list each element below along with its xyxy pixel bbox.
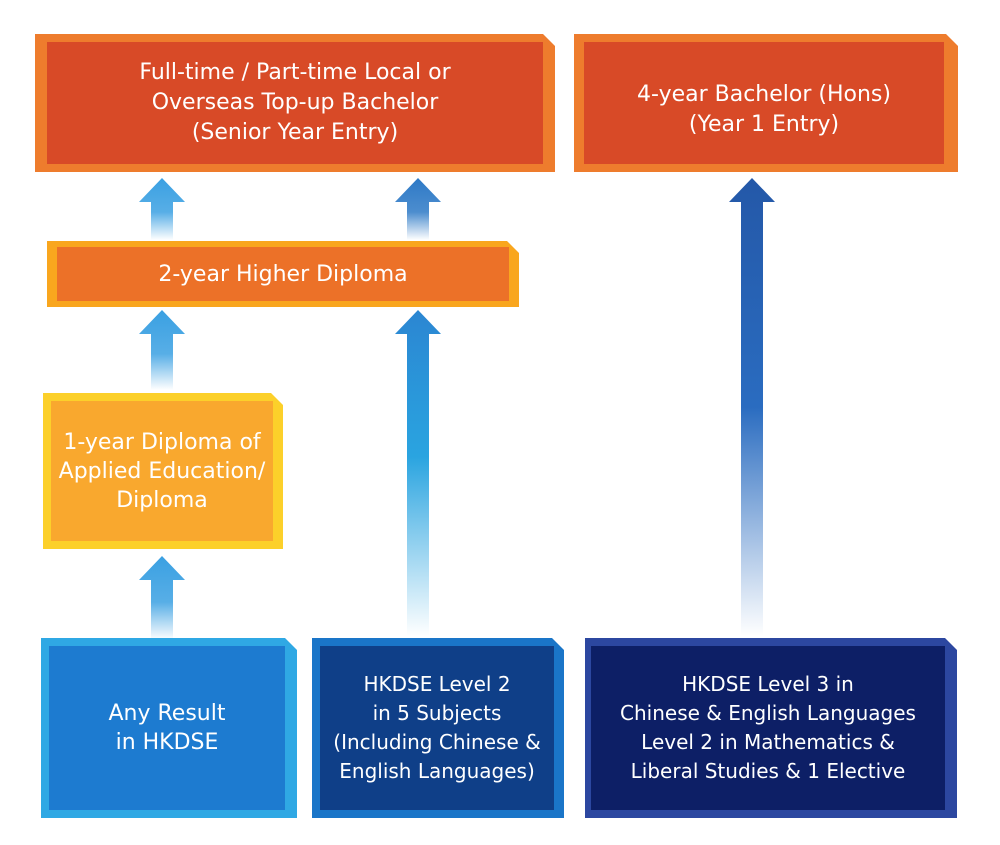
arrow-any-to-diploma bbox=[139, 556, 185, 640]
box-text-line: 2-year Higher Diploma bbox=[158, 261, 408, 287]
box-text-line: Chinese & English Languages bbox=[620, 701, 916, 725]
arrow-higher-diploma-to-top-up-left bbox=[139, 178, 185, 240]
box-any-result: Any Result in HKDSE bbox=[41, 638, 297, 818]
box-text-line: Diploma bbox=[116, 487, 208, 513]
box-text-line: Any Result bbox=[108, 701, 226, 726]
box-text-line: 4-year Bachelor (Hons) bbox=[637, 82, 891, 107]
box-text-line: in HKDSE bbox=[115, 730, 219, 755]
box-front-panel: 4-year Bachelor (Hons) (Year 1 Entry) bbox=[584, 42, 944, 164]
box-text-line: Applied Education/ bbox=[58, 458, 266, 484]
box-front-panel: Full-time / Part-time Local or Overseas … bbox=[47, 42, 543, 164]
box-front-panel: Any Result in HKDSE bbox=[49, 646, 285, 810]
box-text-line: Overseas Top-up Bachelor bbox=[151, 90, 439, 115]
box-text-line: Full-time / Part-time Local or bbox=[139, 60, 451, 85]
box-text-line: 1-year Diploma of bbox=[63, 429, 261, 455]
box-front-panel: HKDSE Level 2 in 5 Subjects (Including C… bbox=[320, 646, 554, 810]
box-front-panel: 1-year Diploma of Applied Education/ Dip… bbox=[51, 401, 273, 541]
box-text-line: (Including Chinese & bbox=[333, 730, 541, 754]
box-diploma-applied: 1-year Diploma of Applied Education/ Dip… bbox=[43, 393, 283, 549]
arrow-higher-diploma-to-top-up-right bbox=[395, 178, 441, 240]
arrow-level2-to-higher-diploma bbox=[395, 310, 441, 636]
box-hkdse-level2: HKDSE Level 2 in 5 Subjects (Including C… bbox=[312, 638, 564, 818]
box-text-line: HKDSE Level 3 in bbox=[682, 672, 854, 696]
box-text-line: in 5 Subjects bbox=[372, 701, 502, 725]
box-front-panel: 2-year Higher Diploma bbox=[57, 247, 509, 301]
box-front-panel: HKDSE Level 3 in Chinese & English Langu… bbox=[591, 646, 945, 810]
box-text-line: Liberal Studies & 1 Elective bbox=[630, 759, 906, 783]
arrow-diploma-to-higher-diploma bbox=[139, 310, 185, 390]
box-text-line: Level 2 in Mathematics & bbox=[641, 730, 895, 754]
box-text-line: English Languages) bbox=[339, 759, 535, 783]
box-higher-diploma: 2-year Higher Diploma bbox=[47, 241, 519, 307]
box-bachelor-hons: 4-year Bachelor (Hons) (Year 1 Entry) bbox=[574, 34, 958, 172]
box-text-line: HKDSE Level 2 bbox=[363, 672, 511, 696]
box-hkdse-level3: HKDSE Level 3 in Chinese & English Langu… bbox=[585, 638, 957, 818]
box-text-line: (Year 1 Entry) bbox=[688, 112, 840, 137]
box-top-up-bachelor: Full-time / Part-time Local or Overseas … bbox=[35, 34, 555, 172]
arrow-level3-to-bachelor-hons bbox=[729, 178, 775, 636]
box-text-line: (Senior Year Entry) bbox=[191, 120, 399, 145]
